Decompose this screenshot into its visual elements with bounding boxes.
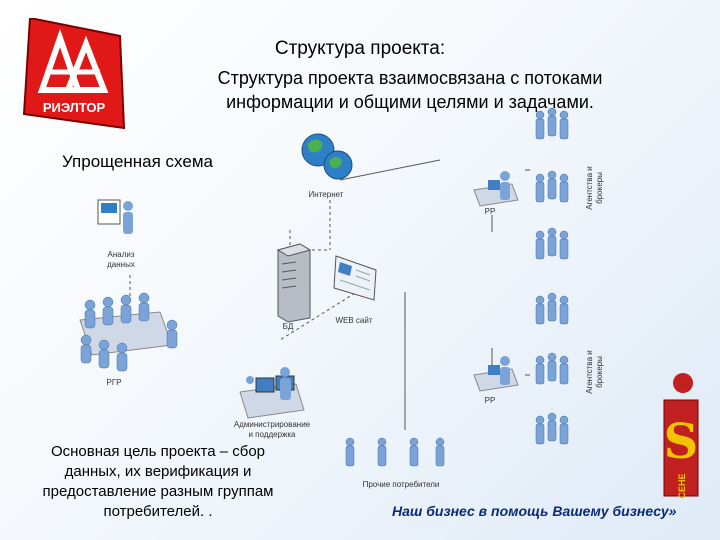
website-icon: [333, 255, 377, 301]
label-agencies-top-line-2: брокеры: [595, 172, 604, 204]
label-analysis-line-1: Анализ: [107, 250, 135, 259]
agencies-people-groups: [535, 107, 569, 445]
admin-workstation-icon: [239, 367, 305, 419]
brand-letter: S: [664, 414, 699, 470]
pr-top-icon: [473, 171, 519, 207]
label-analysis: Анализ данных: [96, 250, 146, 270]
label-admin-line-2: и поддержка: [248, 430, 296, 439]
people-group: [535, 107, 569, 140]
label-admin: Администрирование и поддержка: [222, 420, 322, 440]
diagram-arrows: [339, 159, 530, 430]
goal-text: Основная цель проекта – сбор данных, их …: [18, 442, 298, 522]
label-agencies-bottom-line-2: брокеры: [595, 356, 604, 388]
people-group: [535, 412, 569, 445]
label-agencies-bottom-line-1: Агентства и: [585, 350, 594, 394]
label-agencies-top-line-1: Агентства и: [585, 166, 594, 210]
brand-text: СЕНЕ: [677, 473, 687, 498]
internet-icon: [301, 133, 353, 180]
label-other-consumers: Прочие потребители: [362, 480, 440, 489]
label-pr-top: PP: [484, 207, 496, 216]
label-db: БД: [282, 322, 294, 331]
diagram-caption: Упрощенная схема: [62, 152, 213, 171]
people-group: [535, 352, 569, 385]
goal-line-4: потребителей. .: [103, 503, 213, 520]
label-internet: Интернет: [308, 190, 344, 199]
label-agencies-bottom: Агентства и брокеры: [585, 337, 605, 407]
goal-line-2: данных, их верификация и: [64, 463, 252, 480]
label-pr-bottom: PP: [484, 396, 496, 405]
logo-text: РИЭЛТОР: [43, 100, 106, 115]
people-group: [535, 292, 569, 325]
label-agencies-top: Агентства и брокеры: [585, 153, 605, 223]
label-admin-line-1: Администрирование: [233, 420, 311, 429]
people-group: [535, 170, 569, 203]
label-analysis-line-2: данных: [107, 260, 135, 269]
page-subtitle: Структура проекта взаимосвязана с потока…: [140, 66, 680, 114]
footer-slogan: Наш бизнес в помощь Вашему бизнесу»: [392, 503, 677, 519]
other-consumers-icons: [345, 437, 445, 467]
subtitle-line-2: информации и общими целями и задачами.: [226, 92, 594, 112]
rgr-meeting-icon: [79, 292, 178, 372]
goal-line-1: Основная цель проекта – сбор: [50, 443, 266, 460]
pr-bottom-icon: [473, 356, 519, 392]
goal-line-3: предоставление разным группам: [42, 483, 274, 500]
label-web: WEB сайт: [335, 316, 373, 325]
analysis-icon: [97, 199, 133, 234]
database-server-icon: [276, 243, 312, 323]
brand-logo: S СЕНЕ: [663, 373, 699, 499]
rieltor-logo: РИЭЛТОР: [22, 18, 126, 130]
page-title: Структура проекта:: [274, 38, 446, 59]
label-rgr: РГР: [106, 378, 122, 387]
diagram-connectors: [129, 200, 361, 341]
people-group: [535, 227, 569, 260]
subtitle-line-1: Структура проекта взаимосвязана с потока…: [217, 68, 603, 88]
